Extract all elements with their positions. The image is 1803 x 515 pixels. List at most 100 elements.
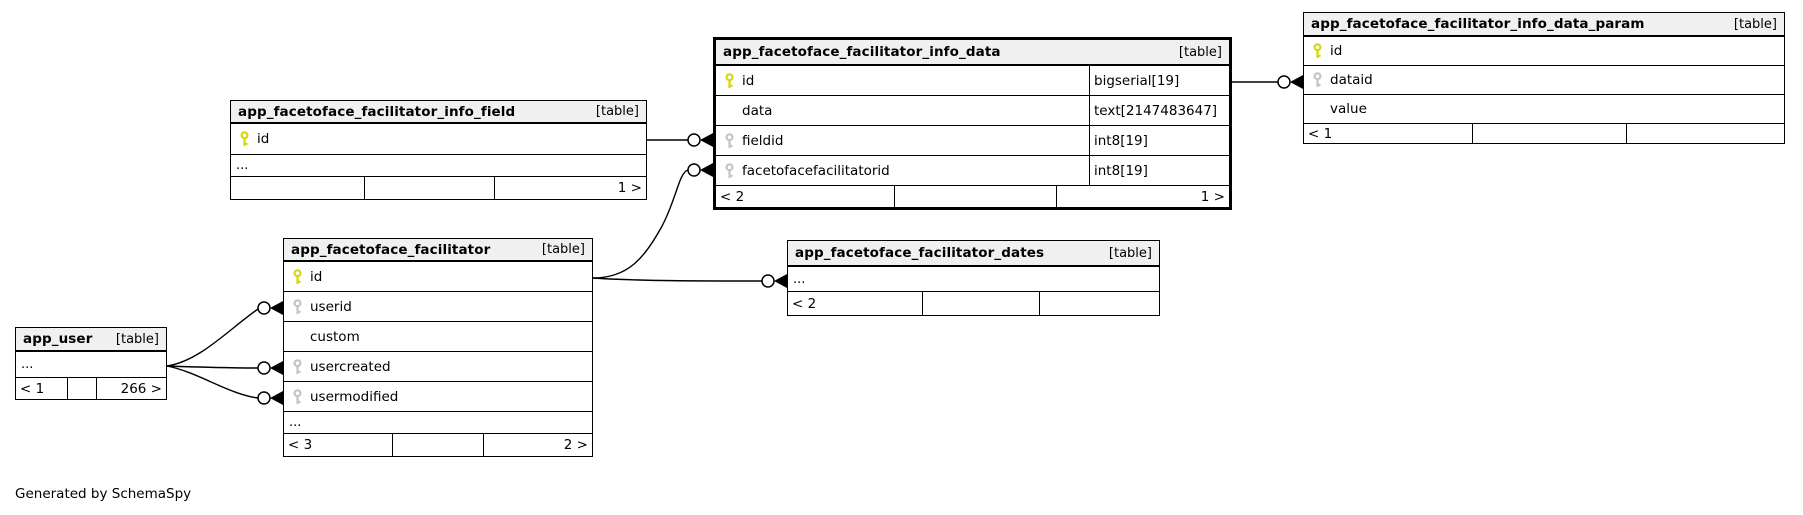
table-header: app_facetoface_facilitator_dates [table] <box>788 241 1159 267</box>
column-name: value <box>1330 101 1367 117</box>
footer-left: < 2 <box>720 188 745 205</box>
column-row: id <box>284 262 592 291</box>
table-badge: [table] <box>1733 16 1777 32</box>
table-header: app_facetoface_facilitator_info_data [ta… <box>716 40 1229 66</box>
table-node-app_facetoface_facilitator_dates[interactable]: app_facetoface_facilitator_dates [table]… <box>787 240 1160 316</box>
table-header: app_facetoface_facilitator_info_field [t… <box>231 101 646 124</box>
column-row: id <box>231 124 646 154</box>
primary-key-icon <box>239 131 250 147</box>
fk-arrowhead <box>270 301 283 315</box>
column-row: dataid <box>1304 65 1784 94</box>
relationship-line-appuser-to-userid <box>166 308 259 367</box>
table-node-app_user[interactable]: app_user [table] ... < 1 266 > <box>15 327 167 400</box>
table-name: app_facetoface_facilitator_info_data <box>723 44 1001 60</box>
column-type: text[2147483647] <box>1089 96 1229 125</box>
footer-right: 1 > <box>617 180 642 196</box>
footer-mid <box>922 292 1040 315</box>
column-name: custom <box>310 328 360 345</box>
hidden-columns-ellipsis: ... <box>793 271 806 287</box>
column-type: int8[19] <box>1089 126 1229 155</box>
footer-mid <box>364 177 495 199</box>
footer-right: 266 > <box>120 380 162 397</box>
column-name: id <box>257 131 270 147</box>
table-node-app_facetoface_facilitator_info_data_param[interactable]: app_facetoface_facilitator_info_data_par… <box>1303 12 1785 144</box>
foreign-key-icon <box>724 132 735 149</box>
zero-or-many-circle <box>257 301 271 315</box>
column-name: id <box>1330 43 1343 59</box>
zero-or-many-circle <box>687 133 701 147</box>
footer-right <box>1627 124 1784 143</box>
table-node-app_facetoface_facilitator_info_field[interactable]: app_facetoface_facilitator_info_field [t… <box>230 100 647 200</box>
primary-key-icon <box>1312 43 1323 59</box>
table-footer: < 1 <box>1304 123 1784 143</box>
fk-arrowhead <box>700 133 713 147</box>
fk-arrowhead <box>1290 75 1303 89</box>
footer-mid <box>894 186 1057 207</box>
footer-left: < 3 <box>288 437 313 453</box>
column-row: custom <box>284 321 592 351</box>
column-name: usercreated <box>310 358 391 375</box>
generated-by-note: Generated by SchemaSpy <box>15 486 192 502</box>
footer-left: < 2 <box>792 295 817 312</box>
column-type: int8[19] <box>1089 156 1229 185</box>
hidden-columns-ellipsis: ... <box>284 411 592 433</box>
relationship-line-facilitator-to-dates <box>592 277 763 282</box>
fk-arrowhead <box>270 391 283 405</box>
footer-mid <box>392 434 484 456</box>
table-badge: [table] <box>1178 44 1222 60</box>
primary-key-icon <box>292 268 303 285</box>
column-name: id <box>310 268 323 285</box>
column-name: dataid <box>1330 72 1373 88</box>
column-name: data <box>742 102 773 119</box>
column-row: value <box>1304 94 1784 123</box>
table-header: app_user [table] <box>16 328 166 352</box>
table-header: app_facetoface_facilitator_info_data_par… <box>1304 13 1784 37</box>
column-name: usermodified <box>310 388 399 405</box>
table-name: app_facetoface_facilitator_info_field <box>238 103 516 120</box>
table-footer: < 2 1 > <box>716 185 1229 207</box>
column-row: facetofacefacilitatorid int8[19] <box>716 155 1229 185</box>
column-name: userid <box>310 298 352 315</box>
zero-or-many-circle <box>687 163 701 177</box>
table-name: app_facetoface_facilitator_info_data_par… <box>1311 16 1645 32</box>
column-type: bigserial[19] <box>1089 66 1229 95</box>
column-row: fieldid int8[19] <box>716 125 1229 155</box>
fk-arrowhead <box>700 163 713 177</box>
footer-right: 2 > <box>563 437 588 453</box>
table-header: app_facetoface_facilitator [table] <box>284 239 592 262</box>
table-name: app_facetoface_facilitator_dates <box>795 245 1045 261</box>
foreign-key-icon <box>292 388 303 405</box>
hidden-columns-ellipsis: ... <box>21 357 34 372</box>
zero-or-many-circle <box>257 361 271 375</box>
table-badge: [table] <box>595 104 639 119</box>
zero-or-many-circle <box>1277 75 1291 89</box>
column-row: id <box>1304 37 1784 65</box>
footer-left: < 1 <box>20 380 45 397</box>
table-footer: < 2 <box>788 291 1159 315</box>
footer-left: < 1 <box>1308 125 1333 142</box>
relationship-line-appuser-to-usercreated <box>166 365 259 369</box>
fk-arrowhead <box>270 361 283 375</box>
column-row: usercreated <box>284 351 592 381</box>
table-footer: < 3 2 > <box>284 433 592 456</box>
foreign-key-icon <box>724 162 735 179</box>
column-name: fieldid <box>742 132 784 149</box>
fk-arrowhead <box>774 274 787 288</box>
column-name: facetofacefacilitatorid <box>742 162 890 179</box>
table-badge: [table] <box>115 331 159 347</box>
table-node-app_facetoface_facilitator[interactable]: app_facetoface_facilitator [table] id us… <box>283 238 593 457</box>
table-footer: 1 > <box>231 176 646 199</box>
footer-mid <box>1472 124 1627 143</box>
table-name: app_user <box>23 331 93 347</box>
table-node-app_facetoface_facilitator_info_data[interactable]: app_facetoface_facilitator_info_data [ta… <box>713 37 1232 210</box>
table-badge: [table] <box>1108 245 1152 261</box>
column-name: id <box>742 72 755 89</box>
footer-right <box>1040 292 1159 315</box>
table-name: app_facetoface_facilitator <box>291 241 491 258</box>
relationship-line-appuser-to-usermodified <box>166 365 259 399</box>
footer-left <box>231 177 364 199</box>
foreign-key-icon <box>292 358 303 375</box>
column-row: userid <box>284 291 592 321</box>
hidden-columns-ellipsis: ... <box>231 154 646 176</box>
